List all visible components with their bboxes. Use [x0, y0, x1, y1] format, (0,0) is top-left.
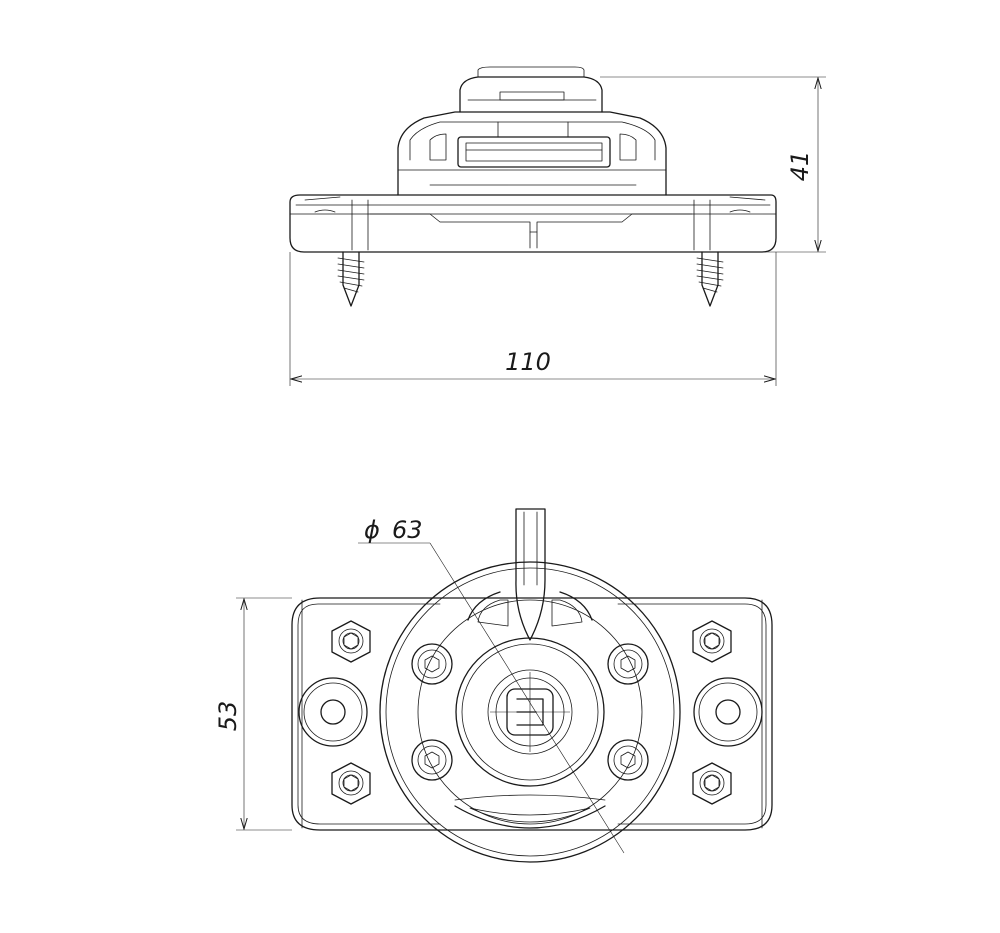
dimension-label-53: 53 [214, 701, 242, 732]
brand-logo [490, 672, 570, 752]
side-view: 41 110 [289, 66, 826, 386]
hex-bolt-top-right [692, 620, 732, 663]
dimension-label-110: 110 [505, 348, 551, 376]
dimension-height-53: 53 [214, 597, 292, 831]
housing [397, 66, 667, 196]
hex-bolt-top-left [331, 620, 371, 663]
dimension-width-110: 110 [289, 252, 777, 386]
top-view: ϕ 63 53 [214, 508, 773, 863]
dimension-label-41: 41 [786, 151, 814, 182]
handle [515, 508, 546, 641]
mount-hole-right [693, 677, 763, 747]
screw-right [696, 251, 724, 307]
dimension-height-41: 41 [600, 76, 826, 253]
socket-bottom-left [411, 739, 453, 781]
diameter-symbol: ϕ [364, 516, 380, 544]
dimension-label-63: 63 [392, 516, 423, 544]
screw-left [337, 251, 365, 307]
socket-top-right [607, 643, 649, 685]
hex-bolt-bottom-right [692, 762, 732, 805]
socket-bottom-right [607, 739, 649, 781]
mount-hole-left [298, 677, 368, 747]
hex-bolt-bottom-left [331, 762, 371, 805]
dimension-diameter-63: ϕ 63 [358, 516, 625, 854]
base-plate [289, 194, 777, 253]
socket-top-left [411, 643, 453, 685]
